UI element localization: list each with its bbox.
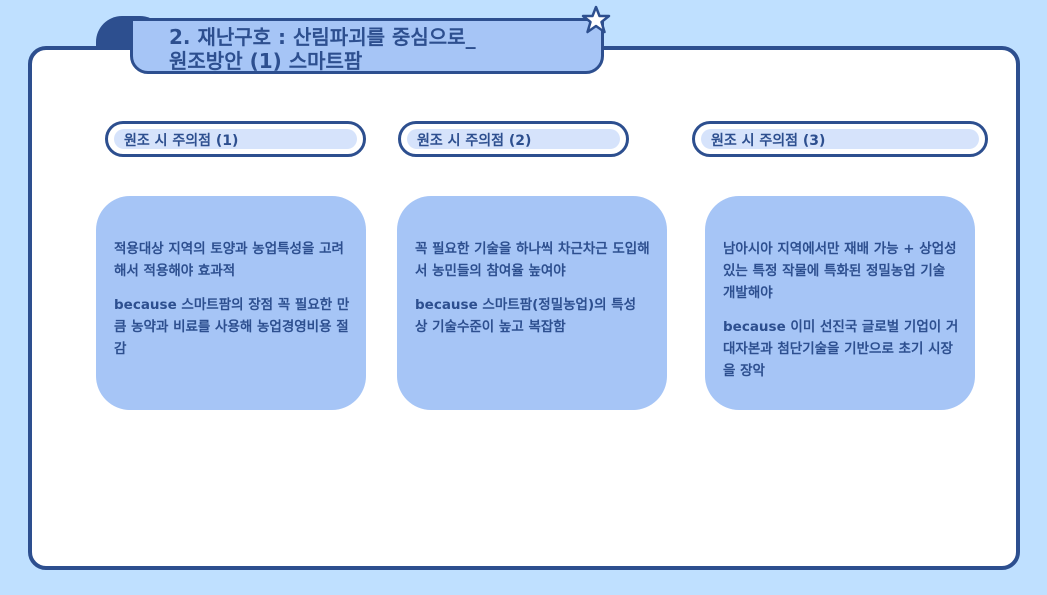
box-1-paragraph-2: because 스마트팜의 장점 꼭 필요한 만큼 농약과 비료를 사용해 농업…: [114, 297, 350, 357]
title-banner: 2. 재난구호 : 산림파괴를 중심으로_ 원조방안 (1) 스마트팜: [130, 18, 604, 74]
content-box-1: 적용대상 지역의 토양과 농업특성을 고려해서 적용해야 효과적 because…: [96, 196, 366, 410]
box-3-paragraph-1: 남아시아 지역에서만 재배 가능 + 상업성 있는 특정 작물에 특화된 정밀농…: [723, 241, 957, 301]
box-2-paragraph-1: 꼭 필요한 기술을 하나씩 차근차근 도입해서 농민들의 참여율 높여야: [415, 241, 650, 279]
heading-3: 원조 시 주의점 (3): [711, 133, 826, 149]
heading-pill-1: 원조 시 주의점 (1): [105, 121, 366, 157]
box-2-paragraph-2: because 스마트팜(정밀농업)의 특성 상 기술수준이 높고 복잡함: [415, 297, 637, 335]
content-box-3: 남아시아 지역에서만 재배 가능 + 상업성 있는 특정 작물에 특화된 정밀농…: [705, 196, 975, 410]
heading-pill-2: 원조 시 주의점 (2): [398, 121, 629, 157]
title-line-2: 원조방안 (1) 스마트팜: [169, 49, 363, 73]
heading-1: 원조 시 주의점 (1): [124, 133, 239, 149]
content-box-2: 꼭 필요한 기술을 하나씩 차근차근 도입해서 농민들의 참여율 높여야 bec…: [397, 196, 667, 410]
heading-2: 원조 시 주의점 (2): [417, 133, 532, 149]
heading-pill-3: 원조 시 주의점 (3): [692, 121, 988, 157]
title-line-1: 2. 재난구호 : 산림파괴를 중심으로_: [169, 25, 476, 49]
box-3-paragraph-2: because 이미 선진국 글로벌 기업이 거대자본과 첨단기술을 기반으로 …: [723, 319, 959, 379]
star-icon: [581, 5, 611, 34]
box-1-paragraph-1: 적용대상 지역의 토양과 농업특성을 고려해서 적용해야 효과적: [114, 241, 344, 279]
